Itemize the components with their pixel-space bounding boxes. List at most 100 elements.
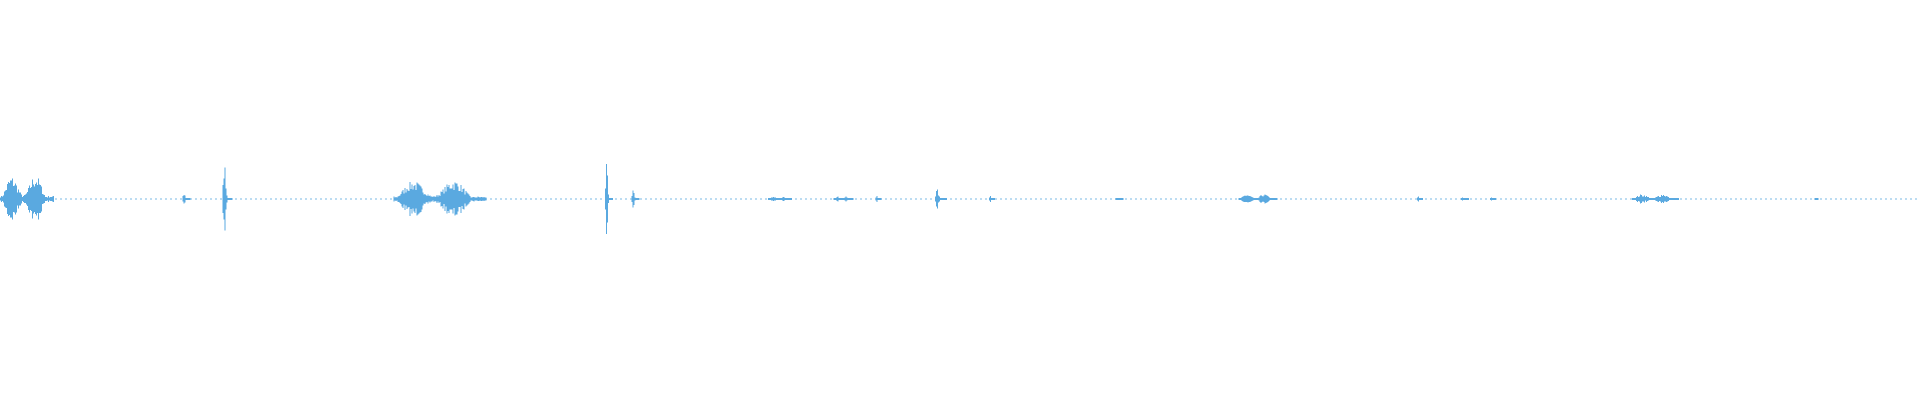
waveform-sample <box>31 186 32 212</box>
waveform-sample <box>946 198 947 200</box>
waveform-sample <box>1238 198 1240 200</box>
waveform-sample <box>1668 197 1669 201</box>
waveform-sample <box>423 194 425 204</box>
waveform-sample <box>230 198 232 200</box>
waveform-sample <box>405 192 407 206</box>
waveform-sample <box>1465 198 1467 200</box>
waveform-sample <box>21 194 22 204</box>
waveform-event <box>1489 197 1496 201</box>
waveform-sample <box>941 198 942 200</box>
waveform-sample <box>787 198 788 200</box>
waveform-sample <box>788 198 789 200</box>
waveform-sample <box>453 189 455 209</box>
waveform-sample <box>461 191 463 206</box>
waveform-sample <box>1253 198 1255 200</box>
waveform-sample <box>1646 196 1647 202</box>
waveform-sample <box>851 198 853 200</box>
waveform-sample <box>459 190 461 207</box>
waveform-sample <box>45 196 46 202</box>
waveform-sample <box>785 198 786 200</box>
waveform-sample <box>1266 195 1268 203</box>
waveform-sample <box>1246 195 1248 203</box>
waveform-sample <box>1417 197 1418 201</box>
waveform-sample <box>24 195 25 203</box>
waveform-sample <box>942 198 943 200</box>
waveform-sample <box>410 188 412 210</box>
waveform-sample <box>1270 198 1272 200</box>
waveform-sample <box>418 184 420 214</box>
waveform-sample <box>834 198 836 200</box>
waveform-sample <box>225 188 227 210</box>
waveform-sample <box>1257 197 1259 201</box>
waveform-sample <box>406 189 408 209</box>
waveform-event <box>631 190 640 208</box>
waveform-sample <box>1272 198 1274 200</box>
waveform-sample <box>39 184 40 214</box>
waveform-sample <box>770 198 771 200</box>
waveform-sample <box>1670 198 1671 200</box>
waveform-sample <box>1119 198 1121 200</box>
waveform-sample <box>426 196 428 202</box>
waveform-sample <box>988 197 990 201</box>
waveform-sample <box>1255 198 1257 200</box>
waveform-sample <box>1256 197 1258 201</box>
waveform-sample <box>464 194 466 204</box>
waveform-sample <box>485 197 487 201</box>
waveform-sample <box>476 197 478 201</box>
waveform-sample <box>457 186 459 212</box>
waveform-sample <box>473 196 475 202</box>
waveform-sample <box>1115 198 1117 200</box>
waveform-sample <box>1466 198 1468 200</box>
waveform-sample <box>636 198 638 200</box>
waveform-sample <box>1671 198 1672 200</box>
waveform-sample <box>460 184 462 213</box>
waveform-sample <box>33 184 34 214</box>
waveform-sample <box>432 197 434 201</box>
waveform-sample <box>784 197 785 201</box>
waveform-sample <box>1642 196 1643 202</box>
waveform-sample <box>185 198 187 200</box>
waveform-sample <box>1667 196 1668 202</box>
waveform-sample <box>40 185 41 213</box>
waveform-event <box>1238 194 1278 204</box>
waveform-sample <box>7 184 8 214</box>
waveform-sample <box>634 197 636 201</box>
waveform-sample <box>837 196 839 202</box>
waveform-sample <box>631 196 633 202</box>
waveform-sample <box>15 183 16 215</box>
waveform-sample <box>1674 198 1675 200</box>
waveform-sample <box>404 187 406 211</box>
waveform-event <box>0 178 54 220</box>
waveform-sample <box>791 198 792 200</box>
waveform-sample <box>632 190 634 208</box>
waveform-sample <box>1273 198 1275 200</box>
waveform-sample <box>1422 198 1423 200</box>
waveform-sample <box>774 197 775 201</box>
waveform-sample <box>1672 198 1673 200</box>
waveform-event <box>1417 196 1423 202</box>
waveform-sample <box>444 187 446 211</box>
waveform-sample <box>1632 198 1633 200</box>
waveform-sample <box>937 189 938 209</box>
waveform-sample <box>606 175 608 223</box>
waveform-sample <box>184 195 186 203</box>
waveform-sample <box>463 188 465 210</box>
waveform-sample <box>466 192 468 206</box>
waveform-sample <box>399 195 401 203</box>
waveform-sample <box>415 189 417 209</box>
waveform-sample <box>478 197 480 201</box>
waveform-sample <box>38 178 39 220</box>
waveform-sample <box>51 197 52 201</box>
waveform-sample <box>1490 197 1492 201</box>
waveform-sample <box>186 198 188 200</box>
waveform-sample <box>852 198 854 200</box>
waveform-sample <box>437 196 439 202</box>
waveform-sample <box>845 196 847 202</box>
waveform-event <box>1814 198 1819 200</box>
waveform-sample <box>1263 195 1265 203</box>
waveform-sample <box>841 198 843 200</box>
waveform-sample <box>880 198 882 200</box>
waveform-sample <box>1662 196 1663 202</box>
